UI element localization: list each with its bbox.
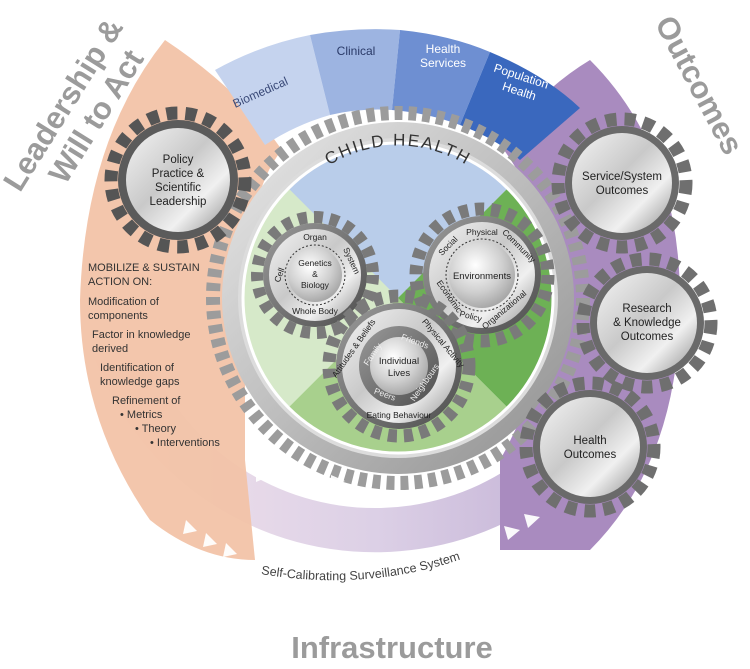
segment-health-services	[392, 30, 490, 125]
segment-health-services-label-1: Health	[426, 42, 461, 56]
service-gear-line2: Outcomes	[596, 185, 649, 197]
health-gear-line2: Outcomes	[564, 449, 617, 461]
genetics-core-2: &	[312, 269, 318, 279]
action-heading-1: MOBILIZE & SUSTAIN	[88, 262, 200, 274]
environments-gear	[409, 202, 555, 348]
genetics-ring-whole-body: Whole Body	[292, 306, 339, 316]
research-gear-line1: Research	[622, 303, 671, 315]
genetics-biology-gear	[251, 211, 379, 339]
environments-ring-physical: Physical	[466, 227, 498, 237]
action-sub3: • Interventions	[150, 437, 220, 449]
lives-core-1: Individual	[379, 356, 419, 367]
lives-core-2: Lives	[388, 368, 410, 379]
policy-gear-line4: Leadership	[150, 196, 207, 208]
action-item1-a: Modification of	[88, 296, 160, 308]
action-heading-2: ACTION ON:	[88, 276, 152, 288]
arrow-triangle-icon	[183, 470, 540, 557]
genetics-core-1: Genetics	[298, 258, 332, 268]
action-item3-a: Identification of	[100, 362, 175, 374]
action-item2-a: Factor in knowledge	[92, 329, 190, 341]
genetics-ring-cell: Cell	[272, 266, 286, 283]
action-sub1: • Metrics	[120, 409, 163, 421]
health-gear-line1: Health	[573, 435, 606, 447]
lives-ring-eating: Eating Behaviour	[367, 410, 432, 420]
surveillance-label: Self-Calibrating Surveillance System	[260, 549, 461, 583]
segment-population-health	[460, 52, 580, 160]
research-gear-line2: & Knowledge	[613, 317, 681, 329]
health-outcomes-gear	[519, 376, 661, 518]
research-knowledge-gear	[576, 252, 718, 394]
segment-clinical-label: Clinical	[337, 44, 376, 58]
service-system-gear	[551, 112, 693, 254]
wedge-top	[243, 143, 553, 298]
policy-gear	[104, 106, 252, 254]
policy-gear-line1: Policy	[163, 154, 194, 166]
individual-lives-gear	[322, 289, 476, 443]
action-sub2: • Theory	[135, 423, 176, 435]
segment-clinical	[310, 29, 400, 116]
action-item4: Refinement of	[112, 395, 181, 407]
environments-core: Environments	[453, 271, 511, 282]
research-gear-line3: Outcomes	[621, 331, 674, 343]
service-gear-line1: Service/System	[582, 171, 662, 183]
action-item2-b: derived	[92, 343, 128, 355]
segment-health-services-label-2: Services	[420, 56, 466, 70]
genetics-core-3: Biology	[301, 280, 330, 290]
policy-gear-line2: Practice &	[152, 168, 205, 180]
infrastructure-title: Infrastructure	[291, 630, 493, 665]
genetics-ring-organ: Organ	[303, 232, 327, 242]
segment-biomedical	[215, 35, 330, 145]
action-item3-b: knowledge gaps	[100, 376, 180, 388]
policy-gear-line3: Scientific	[155, 182, 201, 194]
action-item1-b: components	[88, 310, 148, 322]
